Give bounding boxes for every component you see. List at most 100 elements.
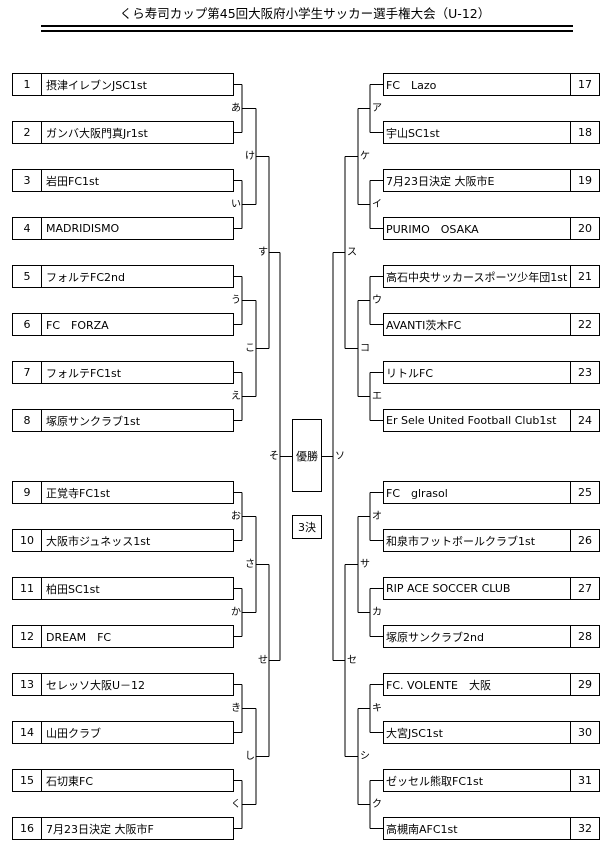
team-name: 宇山SC1st	[386, 126, 440, 140]
match-label: す	[258, 246, 268, 258]
third-place-box: 3決	[292, 515, 322, 539]
team-number: 30	[570, 722, 599, 743]
team-name: ガンバ大阪門真Jr1st	[46, 126, 148, 140]
team-row: FC Lazo 17	[383, 73, 600, 96]
match-label: ク	[372, 798, 382, 810]
team-number: 19	[570, 170, 599, 191]
team-name: セレッソ大阪U－12	[46, 678, 146, 692]
team-number: 1	[13, 74, 42, 95]
team-row: FC glrasol 25	[383, 481, 600, 504]
team-number: 23	[570, 362, 599, 383]
team-name: DREAM FC	[46, 630, 112, 644]
team-number: 22	[570, 314, 599, 335]
match-label: け	[245, 150, 255, 162]
team-name: リトルFC	[386, 366, 434, 380]
team-name: MADRIDISMO	[46, 222, 120, 235]
team-name: RIP ACE SOCCER CLUB	[386, 582, 511, 595]
team-name: 7月23日決定 大阪市F	[46, 822, 154, 836]
match-label: こ	[245, 342, 255, 354]
match-label: か	[231, 606, 241, 618]
team-name: 7月23日決定 大阪市E	[386, 174, 495, 188]
team-number: 25	[570, 482, 599, 503]
team-number: 15	[13, 770, 42, 791]
team-row: リトルFC 23	[383, 361, 600, 384]
match-label: エ	[372, 390, 382, 402]
match-label: せ	[258, 654, 268, 666]
match-label: ウ	[372, 294, 382, 306]
team-name: 大阪市ジュネッス1st	[46, 534, 151, 548]
match-label: ア	[372, 102, 382, 114]
team-number: 6	[13, 314, 42, 335]
team-name: Er Sele United Football Club1st	[386, 414, 557, 427]
team-row: 7 フォルテFC1st	[12, 361, 234, 384]
team-number: 7	[13, 362, 42, 383]
team-row: 3 岩田FC1st	[12, 169, 234, 192]
match-label: カ	[372, 606, 382, 618]
team-row: 7月23日決定 大阪市E 19	[383, 169, 600, 192]
match-label: イ	[372, 198, 382, 210]
team-name: 岩田FC1st	[46, 174, 100, 188]
tournament-title: くら寿司カップ第45回大阪府小学生サッカー選手権大会（U-12）	[119, 6, 491, 21]
team-name: 高槻南AFC1st	[386, 822, 458, 836]
team-number: 5	[13, 266, 42, 287]
team-name: 正覚寺FC1st	[46, 486, 111, 500]
team-number: 13	[13, 674, 42, 695]
team-number: 4	[13, 218, 42, 239]
team-name: フォルテFC1st	[46, 366, 122, 380]
team-name: FC FORZA	[46, 318, 109, 332]
team-number: 10	[13, 530, 42, 551]
team-name: 摂津イレブンJSC1st	[46, 78, 147, 92]
team-number: 31	[570, 770, 599, 791]
team-name: フォルテFC2nd	[46, 270, 125, 284]
team-name: 塚原サンクラブ1st	[46, 414, 141, 428]
team-number: 27	[570, 578, 599, 599]
team-name: 和泉市フットボールクラブ1st	[386, 534, 536, 548]
title-rule	[41, 30, 573, 32]
match-label: さ	[245, 558, 255, 570]
match-label: ケ	[360, 150, 370, 162]
team-number: 14	[13, 722, 42, 743]
team-row: 5 フォルテFC2nd	[12, 265, 234, 288]
final-box: 優勝	[292, 419, 322, 492]
final-label: 優勝	[296, 449, 318, 463]
match-label: く	[231, 798, 241, 810]
team-row: 4 MADRIDISMO	[12, 217, 234, 240]
match-label: コ	[360, 342, 370, 354]
team-number: 32	[570, 818, 599, 839]
team-name: FC glrasol	[386, 486, 448, 500]
team-number: 17	[570, 74, 599, 95]
team-row: 13 セレッソ大阪U－12	[12, 673, 234, 696]
match-label: い	[231, 198, 241, 210]
match-label: ス	[347, 246, 357, 258]
team-name: FC Lazo	[386, 78, 437, 92]
title-rule	[41, 25, 573, 27]
match-label: サ	[360, 558, 370, 570]
team-number: 3	[13, 170, 42, 191]
match-label: お	[231, 510, 241, 522]
team-row: 10 大阪市ジュネッス1st	[12, 529, 234, 552]
match-label: え	[231, 390, 241, 402]
team-number: 20	[570, 218, 599, 239]
team-number: 18	[570, 122, 599, 143]
match-label: ソ	[335, 450, 345, 462]
team-row: 6 FC FORZA	[12, 313, 234, 336]
match-label: き	[231, 702, 241, 714]
match-label: オ	[372, 510, 382, 522]
match-label: う	[231, 294, 241, 306]
team-name: FC. VOLENTE 大阪	[386, 678, 491, 692]
team-number: 21	[570, 266, 599, 287]
team-row: 宇山SC1st 18	[383, 121, 600, 144]
